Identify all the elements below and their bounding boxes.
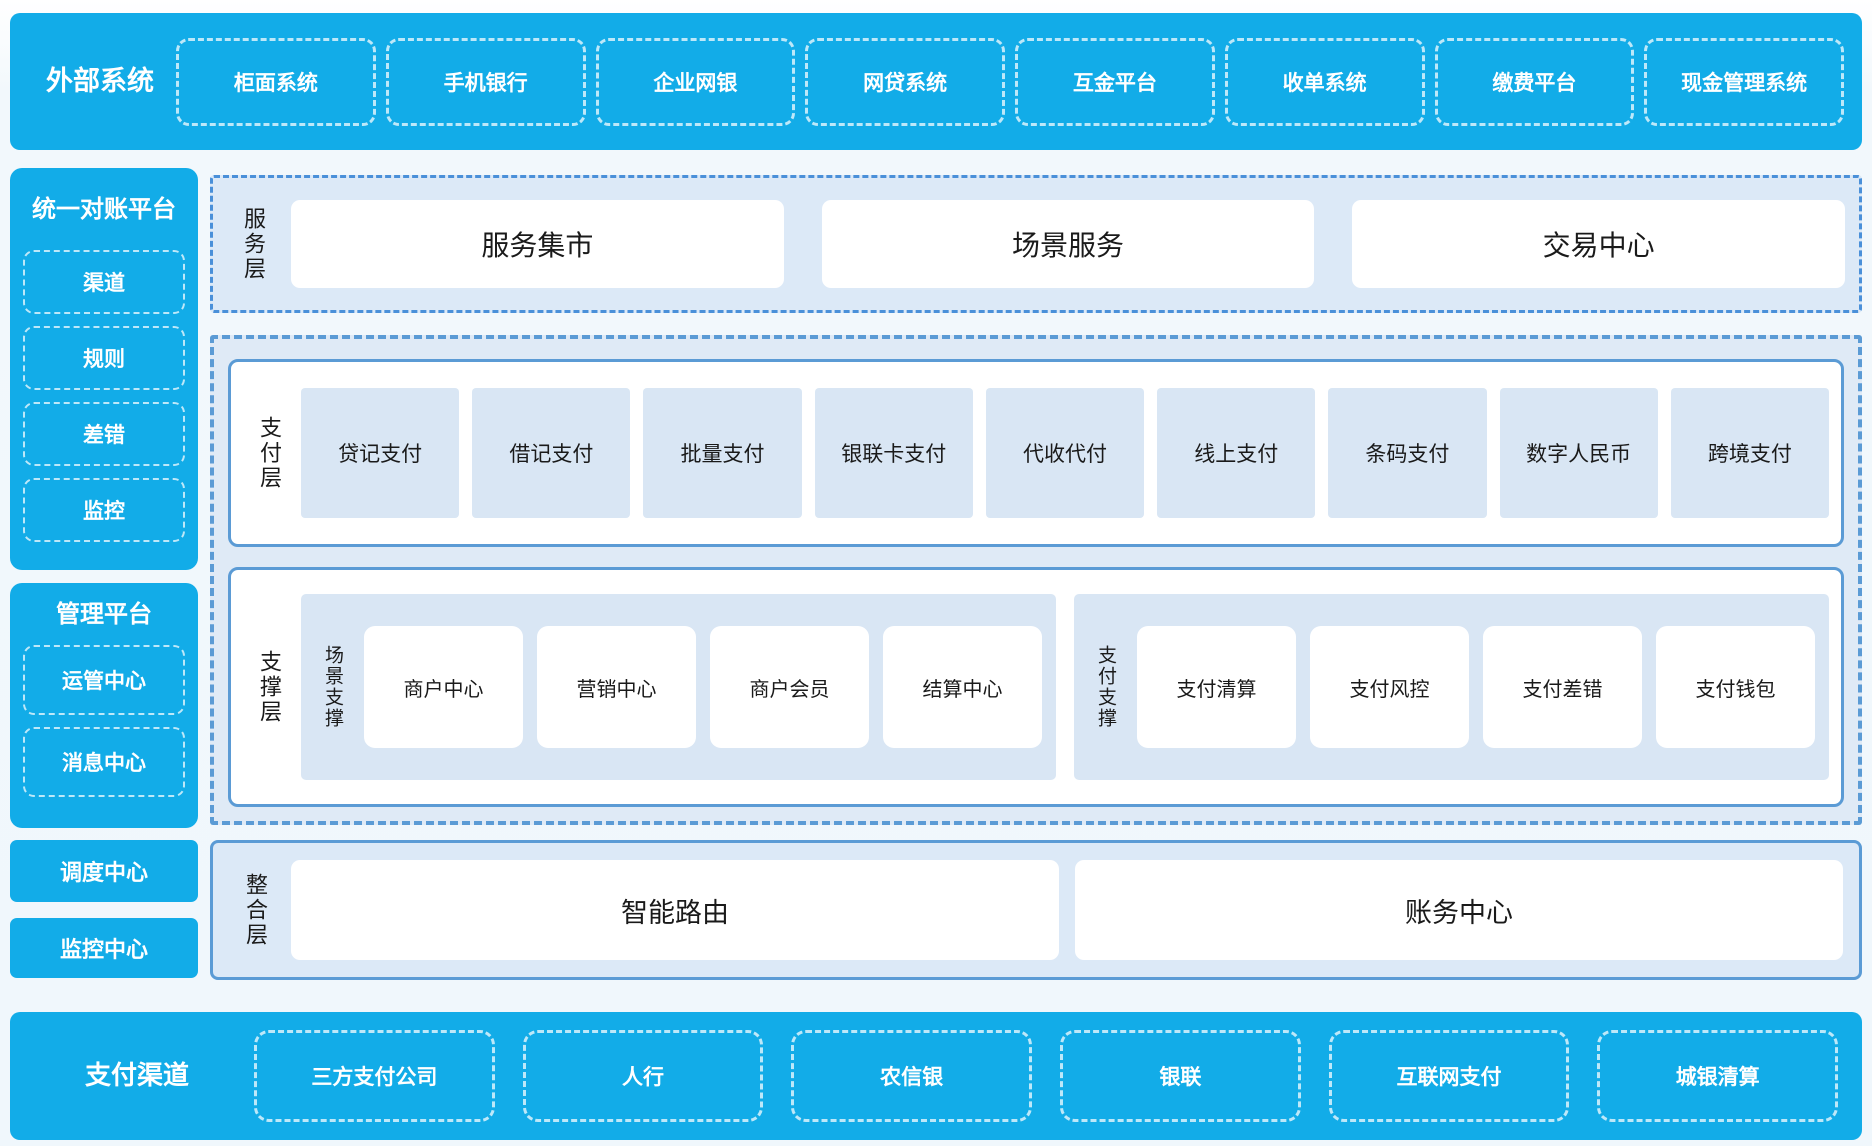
payment-support-group: 支付支撑 支付清算 支付风控 支付差错 支付钱包 xyxy=(1074,594,1829,780)
management-item: 消息中心 xyxy=(23,726,185,797)
external-system-item: 手机银行 xyxy=(385,37,586,126)
payment-item: 批量支付 xyxy=(643,388,802,518)
support-layer-groups: 场景支撑 商户中心 营销中心 商户会员 结算中心 支付支撑 支付清算 支付风控 … xyxy=(301,594,1829,780)
payment-channel-item: 银联 xyxy=(1060,1030,1301,1122)
support-item: 支付清算 xyxy=(1137,626,1296,748)
payment-item: 条码支付 xyxy=(1328,388,1487,518)
payment-channel-item: 人行 xyxy=(522,1030,764,1122)
integration-layer-panel: 整合层 智能路由 账务中心 xyxy=(210,840,1862,980)
payment-channel-item: 三方支付公司 xyxy=(254,1030,495,1122)
service-box: 场景服务 xyxy=(821,200,1315,288)
integration-box: 智能路由 xyxy=(291,860,1059,960)
reconciliation-item: 规则 xyxy=(23,325,185,390)
external-system-item: 网贷系统 xyxy=(805,37,1005,126)
service-layer-label: 服务层 xyxy=(241,206,266,282)
payment-item: 银联卡支付 xyxy=(814,388,973,518)
service-layer-panel: 服务层 服务集市 场景服务 交易中心 xyxy=(210,175,1862,313)
reconciliation-platform-panel: 统一对账平台 渠道 规则 差错 监控 xyxy=(10,168,198,570)
payment-channel-item: 互联网支付 xyxy=(1328,1030,1570,1122)
external-systems-bar: 外部系统 柜面系统 手机银行 企业网银 网贷系统 互金平台 收单系统 缴费平台 … xyxy=(10,13,1862,150)
support-layer-label: 支撑层 xyxy=(257,649,282,725)
external-systems-title: 外部系统 xyxy=(46,65,154,96)
support-item: 支付风控 xyxy=(1310,626,1469,748)
core-layers-panel: 支付层 贷记支付 借记支付 批量支付 银联卡支付 代收代付 线上支付 条码支付 … xyxy=(210,335,1862,825)
management-item: 运管中心 xyxy=(23,644,185,715)
reconciliation-item: 监控 xyxy=(23,477,185,542)
reconciliation-item: 差错 xyxy=(23,401,185,466)
external-system-item: 柜面系统 xyxy=(176,37,376,126)
support-item: 营销中心 xyxy=(537,626,696,748)
service-layer-boxes: 服务集市 场景服务 交易中心 xyxy=(291,200,1846,288)
scene-support-group: 场景支撑 商户中心 营销中心 商户会员 结算中心 xyxy=(301,594,1056,780)
payment-layer-panel: 支付层 贷记支付 借记支付 批量支付 银联卡支付 代收代付 线上支付 条码支付 … xyxy=(228,359,1844,547)
payment-support-label: 支付支撑 xyxy=(1095,645,1116,729)
support-item: 结算中心 xyxy=(883,626,1042,748)
integration-box: 账务中心 xyxy=(1075,860,1843,960)
management-platform-title: 管理平台 xyxy=(56,601,152,628)
external-system-item: 缴费平台 xyxy=(1434,37,1635,126)
payment-item: 代收代付 xyxy=(985,388,1145,518)
external-system-item: 收单系统 xyxy=(1224,37,1425,126)
payment-item: 线上支付 xyxy=(1157,388,1316,518)
support-item: 商户中心 xyxy=(364,626,523,748)
payment-item: 跨境支付 xyxy=(1670,388,1829,518)
service-box: 服务集市 xyxy=(291,200,784,288)
service-box: 交易中心 xyxy=(1352,200,1846,288)
dispatch-center-box: 调度中心 xyxy=(10,840,198,902)
payment-channels-items: 三方支付公司 人行 农信银 银联 互联网支付 城银清算 xyxy=(254,1030,1839,1122)
support-layer-panel: 支撑层 场景支撑 商户中心 营销中心 商户会员 结算中心 支付支撑 支付清算 支… xyxy=(228,567,1844,807)
management-items: 运管中心 消息中心 xyxy=(10,644,198,797)
reconciliation-platform-title: 统一对账平台 xyxy=(32,196,176,223)
external-system-item: 现金管理系统 xyxy=(1644,37,1844,126)
support-item: 支付差错 xyxy=(1483,626,1642,748)
external-systems-items: 柜面系统 手机银行 企业网银 网贷系统 互金平台 收单系统 缴费平台 现金管理系… xyxy=(176,37,1844,126)
payment-layer-items: 贷记支付 借记支付 批量支付 银联卡支付 代收代付 线上支付 条码支付 数字人民… xyxy=(301,388,1829,518)
external-system-item: 互金平台 xyxy=(1015,37,1215,126)
management-platform-panel: 管理平台 运管中心 消息中心 xyxy=(10,583,198,828)
payment-channel-item: 农信银 xyxy=(791,1030,1033,1122)
support-item: 商户会员 xyxy=(710,626,869,748)
payment-item: 数字人民币 xyxy=(1499,388,1658,518)
reconciliation-item: 渠道 xyxy=(23,249,185,314)
scene-support-label: 场景支撑 xyxy=(322,645,343,729)
integration-layer-label: 整合层 xyxy=(243,872,268,948)
monitoring-center-box: 监控中心 xyxy=(10,918,198,978)
external-system-item: 企业网银 xyxy=(595,37,796,126)
payment-channels-bar: 支付渠道 三方支付公司 人行 农信银 银联 互联网支付 城银清算 xyxy=(10,1012,1862,1140)
support-item: 支付钱包 xyxy=(1656,626,1815,748)
payment-item: 借记支付 xyxy=(472,388,631,518)
payment-layer-label: 支付层 xyxy=(257,415,282,491)
payment-channels-title: 支付渠道 xyxy=(84,1060,189,1091)
payment-item: 贷记支付 xyxy=(301,388,460,518)
payment-channel-item: 城银清算 xyxy=(1597,1030,1839,1122)
reconciliation-items: 渠道 规则 差错 监控 xyxy=(10,249,198,542)
integration-layer-boxes: 智能路由 账务中心 xyxy=(291,860,1843,960)
